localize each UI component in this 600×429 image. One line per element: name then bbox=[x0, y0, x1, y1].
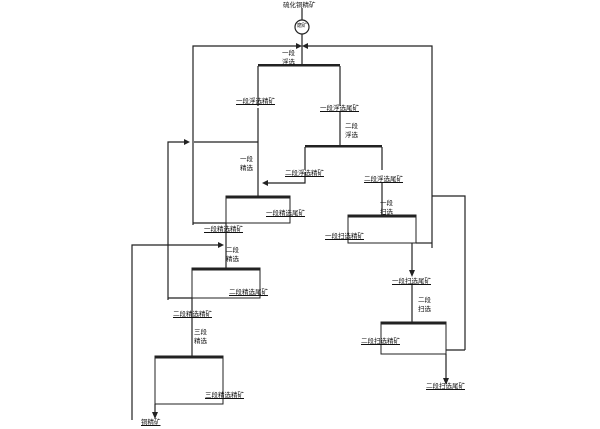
mill-label: 磨矿 bbox=[297, 23, 308, 29]
rougher-stage: 一段 浮选 bbox=[282, 49, 295, 67]
cleaner1-conc-label: 一段精选精矿 bbox=[204, 225, 243, 233]
scav2-stage-line2: 扫选 bbox=[418, 304, 431, 313]
scav1-stage-line2: 扫选 bbox=[380, 207, 393, 216]
scav2-stage-line1: 二段 bbox=[418, 296, 431, 304]
rougher2-conc-label: 二段浮选精矿 bbox=[285, 169, 324, 177]
rougher2-tail-label: 二段浮选尾矿 bbox=[364, 175, 403, 183]
scav1-stage: 一段 扫选 bbox=[380, 199, 393, 217]
cleaner2-stage-line1: 二段 bbox=[226, 246, 239, 254]
rougher-stage-line1: 一段 bbox=[282, 49, 295, 57]
rougher2-stage: 二段 浮选 bbox=[345, 122, 358, 140]
scav2-stage: 二段 扫选 bbox=[418, 296, 431, 314]
scav2-tail-label: 二段扫选尾矿 bbox=[426, 382, 465, 390]
rougher2-conc-line bbox=[268, 172, 306, 184]
cleaner1-cell bbox=[225, 195, 291, 224]
scav2-conc-return bbox=[432, 195, 466, 350]
rougher-cell-bar bbox=[258, 64, 340, 67]
cleaner3-stage-line2: 精选 bbox=[194, 336, 207, 345]
cleaner2-stage-line2: 精选 bbox=[226, 254, 239, 263]
cleaner3-conc-label: 三段精选精矿 bbox=[205, 391, 244, 399]
cleaner1-stage-line2: 精选 bbox=[240, 163, 253, 172]
rougher2-cell-bar bbox=[305, 145, 382, 148]
rougher-stage-line2: 浮选 bbox=[282, 57, 295, 66]
rougher2-stage-line1: 二段 bbox=[345, 122, 358, 130]
cleaner1-stage-line1: 一段 bbox=[240, 155, 253, 163]
feed-label: 硫化铜精矿 bbox=[283, 1, 316, 9]
scav1-tail-label: 一段扫选尾矿 bbox=[392, 277, 431, 285]
cleaner1-tail-label: 一段精选尾矿 bbox=[266, 209, 305, 217]
cleaner3-cell bbox=[154, 355, 224, 405]
final-conc-label: 铜精矿 bbox=[141, 418, 161, 426]
scav1-cell bbox=[347, 214, 417, 244]
cleaner3-stage-line1: 三段 bbox=[194, 328, 207, 336]
cleaner2-tail-label: 二段精选尾矿 bbox=[229, 288, 268, 296]
cleaner2-tail-return bbox=[167, 141, 184, 300]
cleaner2-stage: 二段 精选 bbox=[226, 246, 239, 264]
cleaner1-stage: 一段 精选 bbox=[240, 155, 253, 173]
rougher2-stage-line2: 浮选 bbox=[345, 130, 358, 139]
scav1-stage-line1: 一段 bbox=[380, 199, 393, 207]
cleaner2-conc-label: 二段精选精矿 bbox=[173, 310, 212, 318]
rougher-conc-label: 一段浮选精矿 bbox=[236, 97, 275, 105]
rougher-tail-label: 一段浮选尾矿 bbox=[320, 104, 359, 112]
scav1-conc-label: 一段扫选精矿 bbox=[325, 232, 364, 240]
recycle-left-top bbox=[192, 45, 296, 225]
cleaner3-tail-return bbox=[131, 244, 218, 420]
cleaner3-stage: 三段 精选 bbox=[194, 328, 207, 346]
scav2-conc-label: 二段扫选精矿 bbox=[361, 337, 400, 345]
recycle-right-top bbox=[308, 45, 433, 248]
